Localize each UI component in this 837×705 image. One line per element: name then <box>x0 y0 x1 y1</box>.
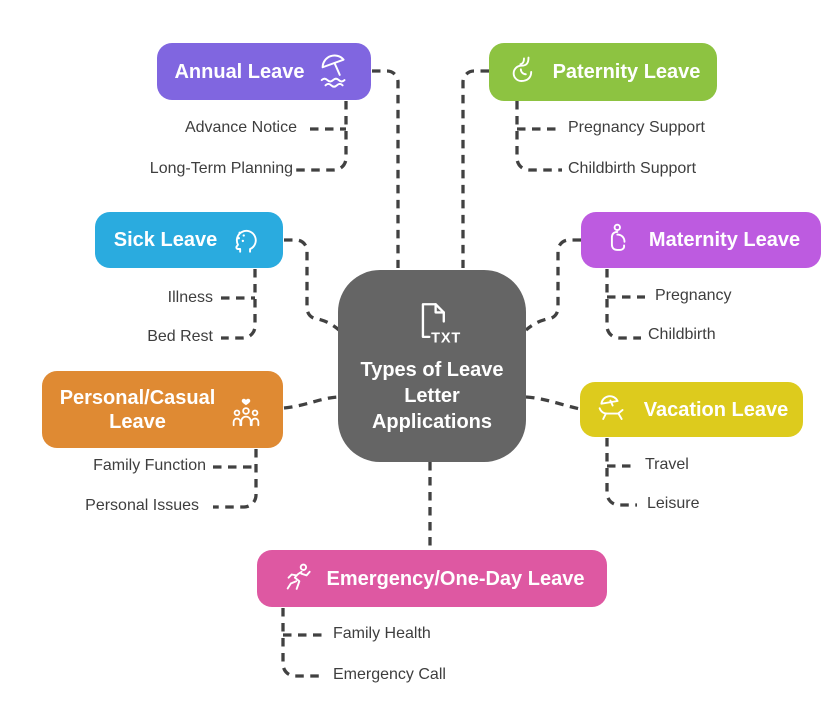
connector-personal-center <box>283 395 339 410</box>
subline-sick <box>221 269 257 340</box>
txt-file-icon: TXT <box>421 303 461 346</box>
node-vacation-leave-label: Vacation Leave <box>643 398 789 421</box>
sublabel-family-function: Family Function <box>93 457 206 474</box>
sublabel-advance-notice: Advance Notice <box>184 119 297 136</box>
sublabel-pregnancy-support: Pregnancy Support <box>568 119 705 136</box>
runner-icon <box>286 563 311 590</box>
sublabel-pregnancy: Pregnancy <box>655 287 732 304</box>
beach-umbrella-icon <box>320 54 346 88</box>
subline-personal <box>213 449 258 509</box>
node-personal-casual-leave-label: Personal/Casual Leave <box>59 386 216 433</box>
node-vacation-leave: Vacation Leave <box>580 382 803 437</box>
node-maternity-leave: Maternity Leave <box>581 212 821 268</box>
sublabel-bed-rest: Bed Rest <box>147 328 213 345</box>
sublabel-travel: Travel <box>645 456 689 473</box>
center-node: TXT Types of Leave Letter Applications <box>338 270 526 462</box>
subline-paternity <box>515 101 562 172</box>
connector-sick-center <box>284 238 341 332</box>
pregnant-woman-icon <box>610 223 626 251</box>
subline-emergency <box>281 608 320 678</box>
sublabel-emergency-call: Emergency Call <box>333 666 446 683</box>
node-annual-leave: Annual Leave <box>157 43 371 100</box>
sublabel-childbirth: Childbirth <box>648 326 716 343</box>
subline-maternity <box>605 269 641 340</box>
connector-vacation-center <box>525 395 581 411</box>
connector-paternity-center <box>461 69 489 268</box>
node-maternity-leave-label: Maternity Leave <box>648 229 801 251</box>
stomach-icon <box>512 56 532 82</box>
node-emergency-one-day-leave-label: Emergency/One-Day Leave <box>326 567 585 590</box>
sublabel-personal-issues: Personal Issues <box>85 497 199 514</box>
node-paternity-leave-label: Paternity Leave <box>552 61 701 83</box>
node-sick-leave-label: Sick Leave <box>113 229 218 251</box>
family-icon <box>232 398 259 426</box>
node-personal-casual-leave: Personal/Casual Leave <box>42 371 283 448</box>
sublabel-childbirth-support: Childbirth Support <box>568 160 697 177</box>
txt-file-icon-text: TXT <box>431 330 461 346</box>
subline-annual <box>295 101 348 172</box>
subline-vacation <box>605 438 637 507</box>
sublabel-long-term-planning: Long-Term Planning <box>149 160 293 177</box>
sick-head-icon <box>235 229 257 253</box>
sublabel-illness: Illness <box>167 289 213 306</box>
beach-lounger-icon <box>598 394 624 420</box>
connector-maternity-center <box>524 238 581 332</box>
sublabel-leisure: Leisure <box>647 495 700 512</box>
connector-annual-center <box>372 69 400 268</box>
node-emergency-one-day-leave: Emergency/One-Day Leave <box>257 550 607 607</box>
node-paternity-leave: Paternity Leave <box>489 43 717 101</box>
sublabel-family-health: Family Health <box>333 625 431 642</box>
node-sick-leave: Sick Leave <box>95 212 283 268</box>
center-title: Types of Leave Letter Applications <box>360 359 504 433</box>
node-annual-leave-label: Annual Leave <box>174 60 305 83</box>
